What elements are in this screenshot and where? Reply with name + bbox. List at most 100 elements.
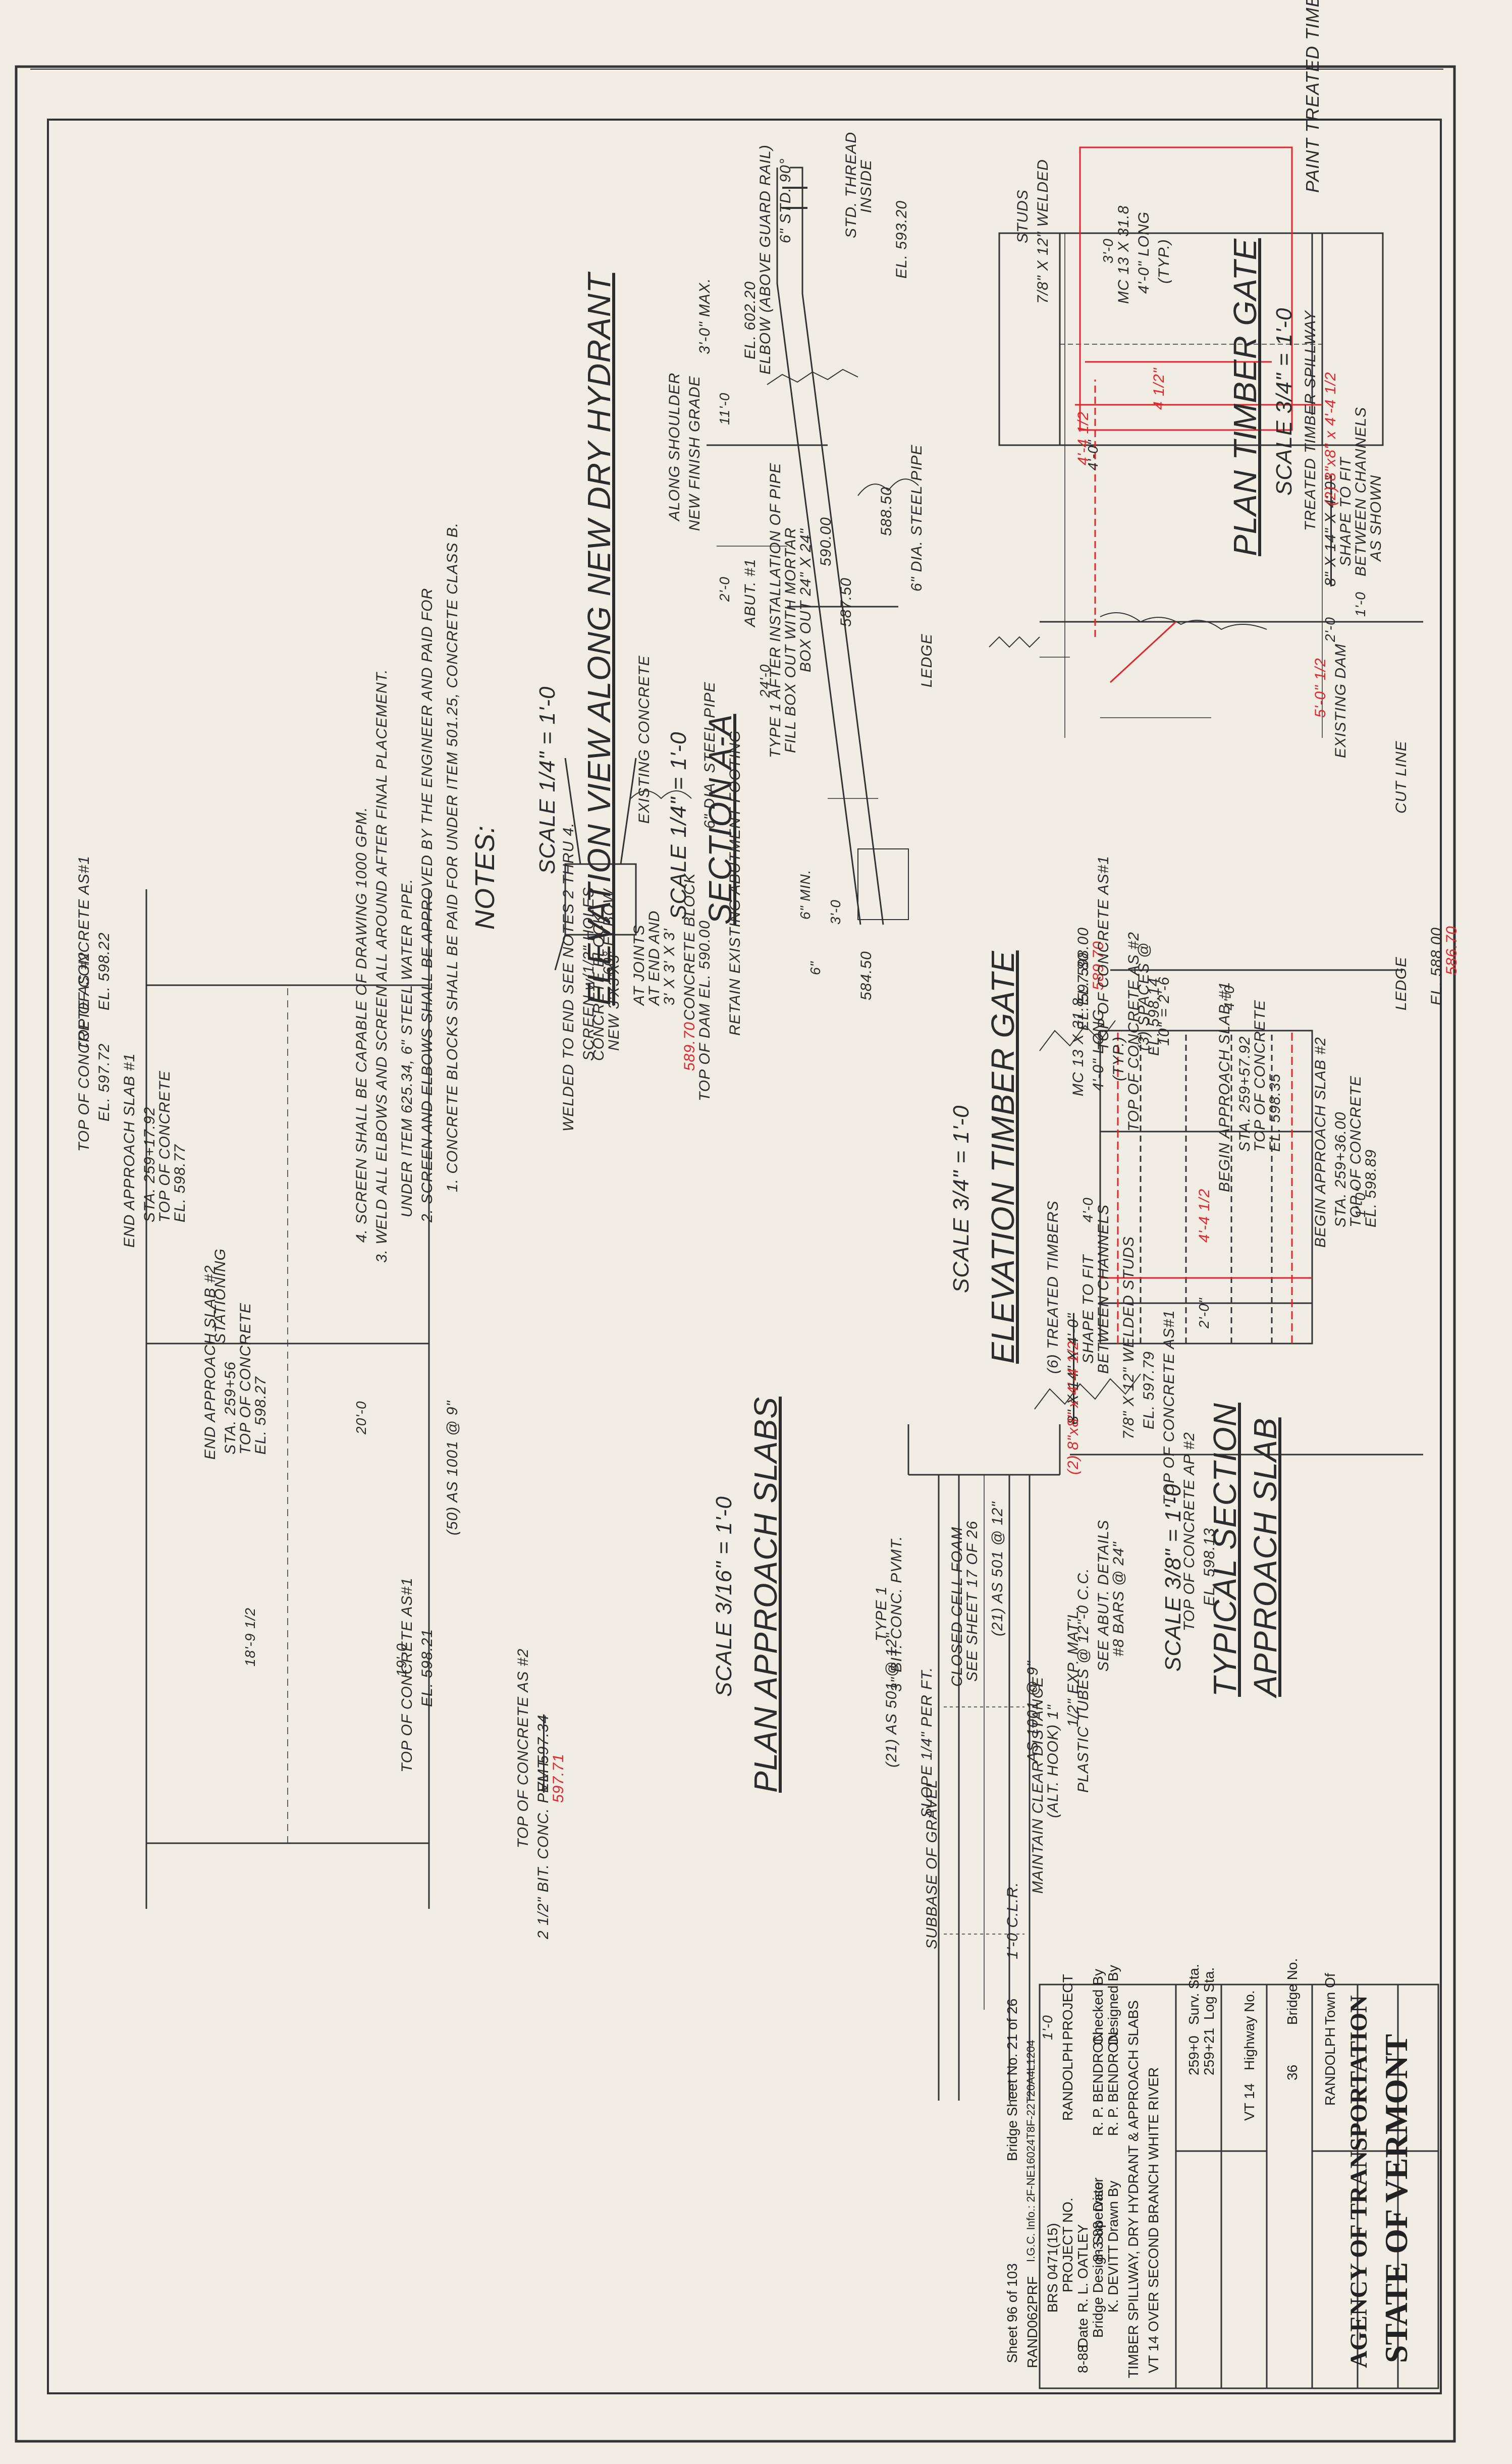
hyd-block-3: AT END AND [646, 910, 663, 1005]
hyd-elbow: 6" STD. 90° [777, 158, 794, 243]
ass-cell-2: SEE SHEET 17 OF 26 [964, 1520, 981, 1682]
section-aa-scale: SCALE 1/4" = 1'-0 [666, 731, 691, 920]
tb-town-lbl: Town Of [1322, 1973, 1338, 2025]
tb-desc2: TIMBER SPILLWAY, DRY HYDRANT & APPROACH … [1125, 2000, 1141, 2378]
tb-log-lbl: Log Sta. [1201, 1967, 1217, 2020]
note-1: 1. CONCRETE BLOCKS SHALL BE PAID FOR UND… [444, 522, 461, 1192]
tb-agency: AGENCY OF TRANSPORTATION [1345, 1995, 1372, 2368]
pas-el5: EL. 598.22 [96, 932, 113, 1010]
pas-el1: EL. 597.80 [1075, 952, 1092, 1031]
etg-ledge: LEDGE [1393, 956, 1410, 1010]
pas-end2-top: TOP OF CONCRETE [237, 1302, 254, 1455]
hyd-block-2: 3' X 3' X 3' [661, 928, 678, 1005]
hyd-elbow-2: ELBOW (ABOVE GUARD RAIL) [757, 144, 774, 374]
red-rev-1: (2) 8"x8" x 4'-4 1/2 [1322, 371, 1339, 506]
plan-approach-slab-lines [145, 889, 430, 1909]
etg-red-2: 4'-4 1/2 [1196, 1188, 1213, 1243]
hyd-ledge: LEDGE [919, 633, 935, 687]
red-rev-4: 4 1/2" [1151, 367, 1167, 410]
tb-checked: R. P. BENDRON [1090, 2031, 1106, 2136]
hyd-finish: NEW FINISH GRADE [686, 376, 703, 531]
pas-top6: TOP OF CONCRETE AS #2 [76, 951, 92, 1152]
elevation-timber-gate-scale: SCALE 3/4" = 1'-0 [949, 1105, 974, 1293]
saa-pipe: 6" DIA. STEEL PIPE [701, 681, 718, 829]
timber-as-shown: AS SHOWN [1368, 474, 1384, 561]
tb-bridge-lbl: Bridge No. [1284, 1958, 1300, 2025]
dim-3-0: 3'-0 [1100, 238, 1116, 263]
pas-begin1-sta: STA. 259+57.92 [1236, 1036, 1253, 1152]
pas-bars2: (50) AS 1001 @ 9" [444, 1400, 461, 1535]
pas-top8: TOP OF CONCRETE AS #2 [515, 1648, 531, 1848]
tb-drawn: K. DEVITT [1105, 2245, 1121, 2313]
pas-el3: EL. 597.79 [1141, 1351, 1157, 1429]
hyd-box: BOX OUT 24" X 24" [797, 528, 814, 672]
etg-dim-4-0b: 4'-0 [1080, 1197, 1096, 1222]
plan-approach-title: PLAN APPROACH SLABS [747, 1397, 784, 1793]
hyd-dim-2-0: 2'-0 [717, 576, 732, 602]
dim-2-0: 2'-0 [1322, 617, 1338, 642]
tb-log: 259+21 [1201, 2027, 1217, 2075]
dim-1-0: 1'-0 [1353, 592, 1368, 617]
hyd-block-4: AT JOINTS [631, 924, 647, 1005]
pas-end1-el: EL. 598.77 [172, 1144, 188, 1222]
hyd-inside: INSIDE [858, 159, 875, 213]
pas-begin1: BEGIN APPROACH SLAB #1 [1216, 981, 1233, 1192]
top-note: PAINT TREATED TIMBER CUTS WITH CUPERNOL. [1302, 0, 1323, 193]
mc-label: MC 13 X 31.8 [1115, 205, 1132, 304]
tb-surv: 259+0 [1186, 2036, 1202, 2075]
ass-clear: MAINTAIN CLEAR DISTANCE [1030, 1676, 1046, 1894]
plan-red-rev [1075, 146, 1322, 683]
saa-existing: EXISTING CONCRETE [636, 655, 653, 824]
pas-top7: TOP OF CONCRETE AS#1 [399, 1577, 415, 1773]
mc-typ: (TYP.) [1156, 239, 1172, 284]
hyd-el-59320: EL. 593.20 [893, 200, 910, 279]
elevation-red-rev [1100, 1031, 1312, 1344]
tb-desc1: VT 14 OVER SECOND BRANCH WHITE RIVER [1146, 2067, 1161, 2373]
pas-end2-sta: STA. 259+56 [222, 1361, 239, 1455]
pas-end1: END APPROACH SLAB #1 [121, 1053, 138, 1248]
pas-begin2-el: EL. 598.89 [1363, 1149, 1379, 1227]
plan-approach-scale: SCALE 3/16" = 1'-0 [712, 1496, 736, 1697]
timber-spillway: TREATED TIMBER SPILLWAY [1302, 310, 1319, 531]
tb-super-lbl: Bridge Design Supervisor [1090, 2177, 1106, 2338]
pas-begin1-el: EL. 598.35 [1267, 1073, 1283, 1152]
note-2b: UNDER ITEM 625.34, 6" STEEL WATER PIPE. [399, 878, 415, 1217]
hyd-type: TYPE 1 AFTER INSTALLATION OF PIPE [767, 462, 784, 758]
tb-projno: BRS 0471(15) [1045, 2223, 1060, 2313]
pas-top1: TOP OF CONCRETE AS#1 [1095, 855, 1112, 1051]
hyd-dim-24-0: 24'-0 [757, 664, 773, 698]
saa-block-2: CONCRETE BLOCK [590, 913, 607, 1061]
hyd-el-58850: 588.50 [878, 487, 895, 536]
hyd-dim-6: 6" [807, 961, 823, 975]
etg-el-left: EL. 588.00 [1428, 927, 1445, 1005]
tb-projno-lbl: PROJECT NO. [1060, 2198, 1075, 2292]
timber-between: BETWEEN CHANNELS [1353, 406, 1369, 576]
tb-date2: 8-88 [1075, 2344, 1091, 2373]
saa-block: NEW 3'X3'X3' [606, 951, 622, 1051]
hyd-el-58750: 587.50 [838, 577, 854, 627]
etg-mc-typ: (TYP.) [1110, 1036, 1127, 1081]
pas-width: 20'-0 [353, 1401, 369, 1434]
hydrant-elevation-lines [707, 167, 1040, 925]
note-2: 2. SCREEN AND ELBOWS SHALL BE APPROVED B… [419, 587, 436, 1222]
hyd-min: 6" MIN. [797, 869, 813, 920]
etg-red-el-b: 586.70 [1443, 926, 1460, 975]
pas-el2: EL. 598.14 [1146, 977, 1162, 1056]
hyd-std-thread: STD. THREAD [843, 131, 859, 238]
section-aa-lines [554, 758, 692, 971]
tb-town: RANDOLPH [1322, 2027, 1338, 2106]
ass-dim-1-0: 1'-0 [1040, 2015, 1055, 2040]
studs-label: 7/8" X 12" WELDED [1035, 159, 1051, 304]
pas-begin2-top: TOP OF CONCRETE [1347, 1075, 1364, 1227]
tb-date2-lbl: Date [1075, 2318, 1091, 2348]
tb-lgc: I.G.C. Info.: 2F-NE16024T8F-22T20A4L1204 [1024, 2040, 1037, 2262]
hyd-el-58450: 584.50 [858, 951, 875, 1000]
hyd-el-59000: 590.00 [818, 517, 834, 566]
ass-cl: 1'-0 C.L.R. [1004, 1882, 1021, 1959]
etg-treated: (6) TREATED TIMBERS [1045, 1200, 1061, 1374]
hyd-fill: FILL BOX OUT WITH MORTAR [782, 527, 799, 753]
pas-end1-sta: STA. 259+17.92 [141, 1106, 158, 1222]
ass-hook: (ALT. HOOK) 1" [1045, 1704, 1061, 1818]
etg-between: BETWEEN CHANNELS [1095, 1204, 1112, 1374]
